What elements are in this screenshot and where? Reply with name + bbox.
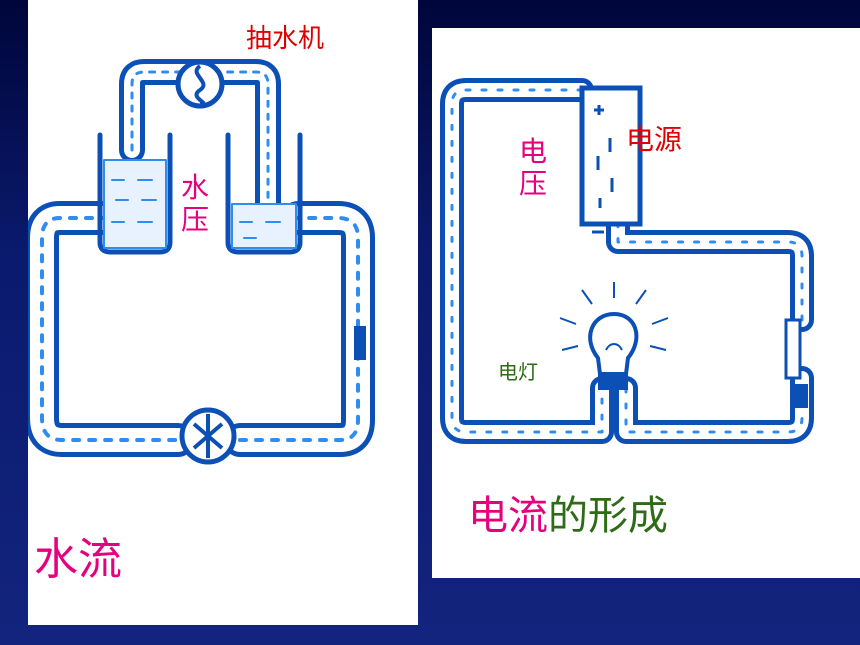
lamp-label: 电灯 [498,360,538,384]
right-water-tank [225,132,303,255]
water-flow-label: 水流 [34,534,122,585]
turbine-icon [179,407,237,465]
switch-icon [784,318,808,408]
water-analogy-panel: 抽水机 水压 水流 [28,0,418,625]
pump-label: 抽水机 [246,24,325,54]
water-pressure-label: 水压 [180,171,209,237]
voltage-label: 电压 [518,135,547,201]
power-source-label: 电源 [626,123,683,156]
title-current: 电流 [468,493,548,539]
light-bulb-icon [559,282,669,390]
water-circuit-diagram [28,59,375,465]
pump-icon [175,59,225,109]
electric-circuit-diagram [440,78,814,444]
water-valve-icon [354,326,366,360]
title-formation: 的形成 [548,493,668,539]
left-water-tank [97,132,173,255]
water-main-pipe [28,201,375,457]
slide-title: 电流的形成 [468,496,668,536]
battery-icon [579,85,643,234]
electric-circuit-panel: 电压 电源 电灯 电流的形成 [432,28,860,578]
